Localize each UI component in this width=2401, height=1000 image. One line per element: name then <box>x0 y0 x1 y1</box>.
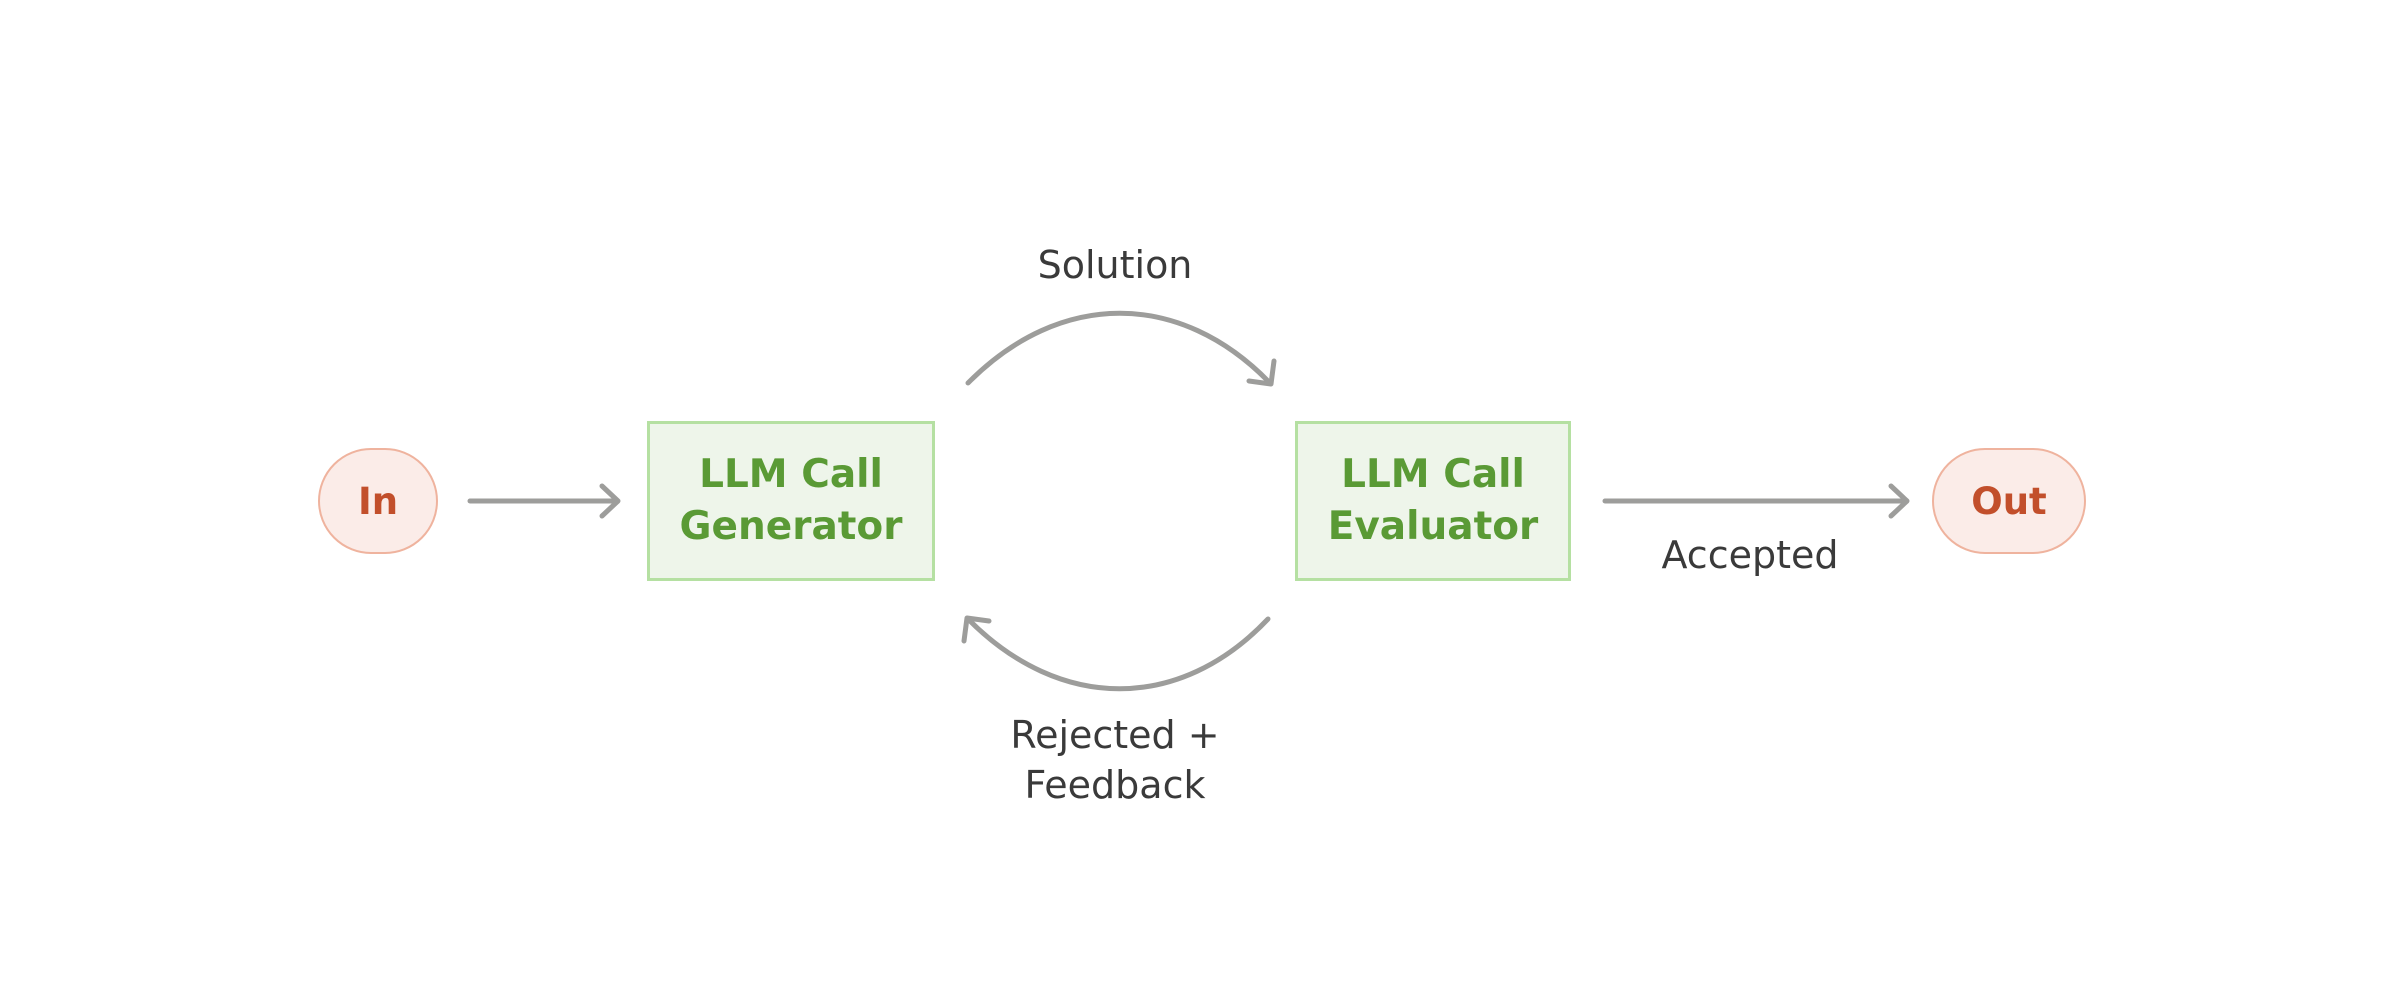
evaluator-node: LLM Call Evaluator <box>1295 421 1571 581</box>
solution-edge-label: Solution <box>1015 240 1215 290</box>
evaluator-node-label-line1: LLM Call <box>1341 452 1525 497</box>
accepted-edge-label: Accepted <box>1640 530 1860 580</box>
evaluator-node-label-line2: Evaluator <box>1327 504 1539 549</box>
accepted-label-text: Accepted <box>1661 533 1839 577</box>
generator-node-label-line1: LLM Call <box>699 452 883 497</box>
solution-label-text: Solution <box>1037 243 1193 287</box>
arrowhead-feedback <box>961 615 992 644</box>
arrowhead-solution <box>1246 358 1277 387</box>
input-node: In <box>318 448 438 554</box>
input-node-label: In <box>357 479 399 523</box>
arrowhead-in-to-generator <box>599 483 621 519</box>
output-node-label: Out <box>1971 479 2047 523</box>
feedback-label-line1: Rejected + <box>1010 713 1220 757</box>
arrowhead-evaluator-to-out <box>1888 483 1910 519</box>
generator-node-label-line2: Generator <box>679 504 903 549</box>
feedback-edge-label: Rejected + Feedback <box>975 710 1255 810</box>
arrow-feedback-arc <box>965 616 1271 692</box>
arrow-solution-arc <box>965 310 1273 386</box>
feedback-label-line2: Feedback <box>1024 763 1206 807</box>
output-node: Out <box>1932 448 2086 554</box>
generator-node: LLM Call Generator <box>647 421 935 581</box>
